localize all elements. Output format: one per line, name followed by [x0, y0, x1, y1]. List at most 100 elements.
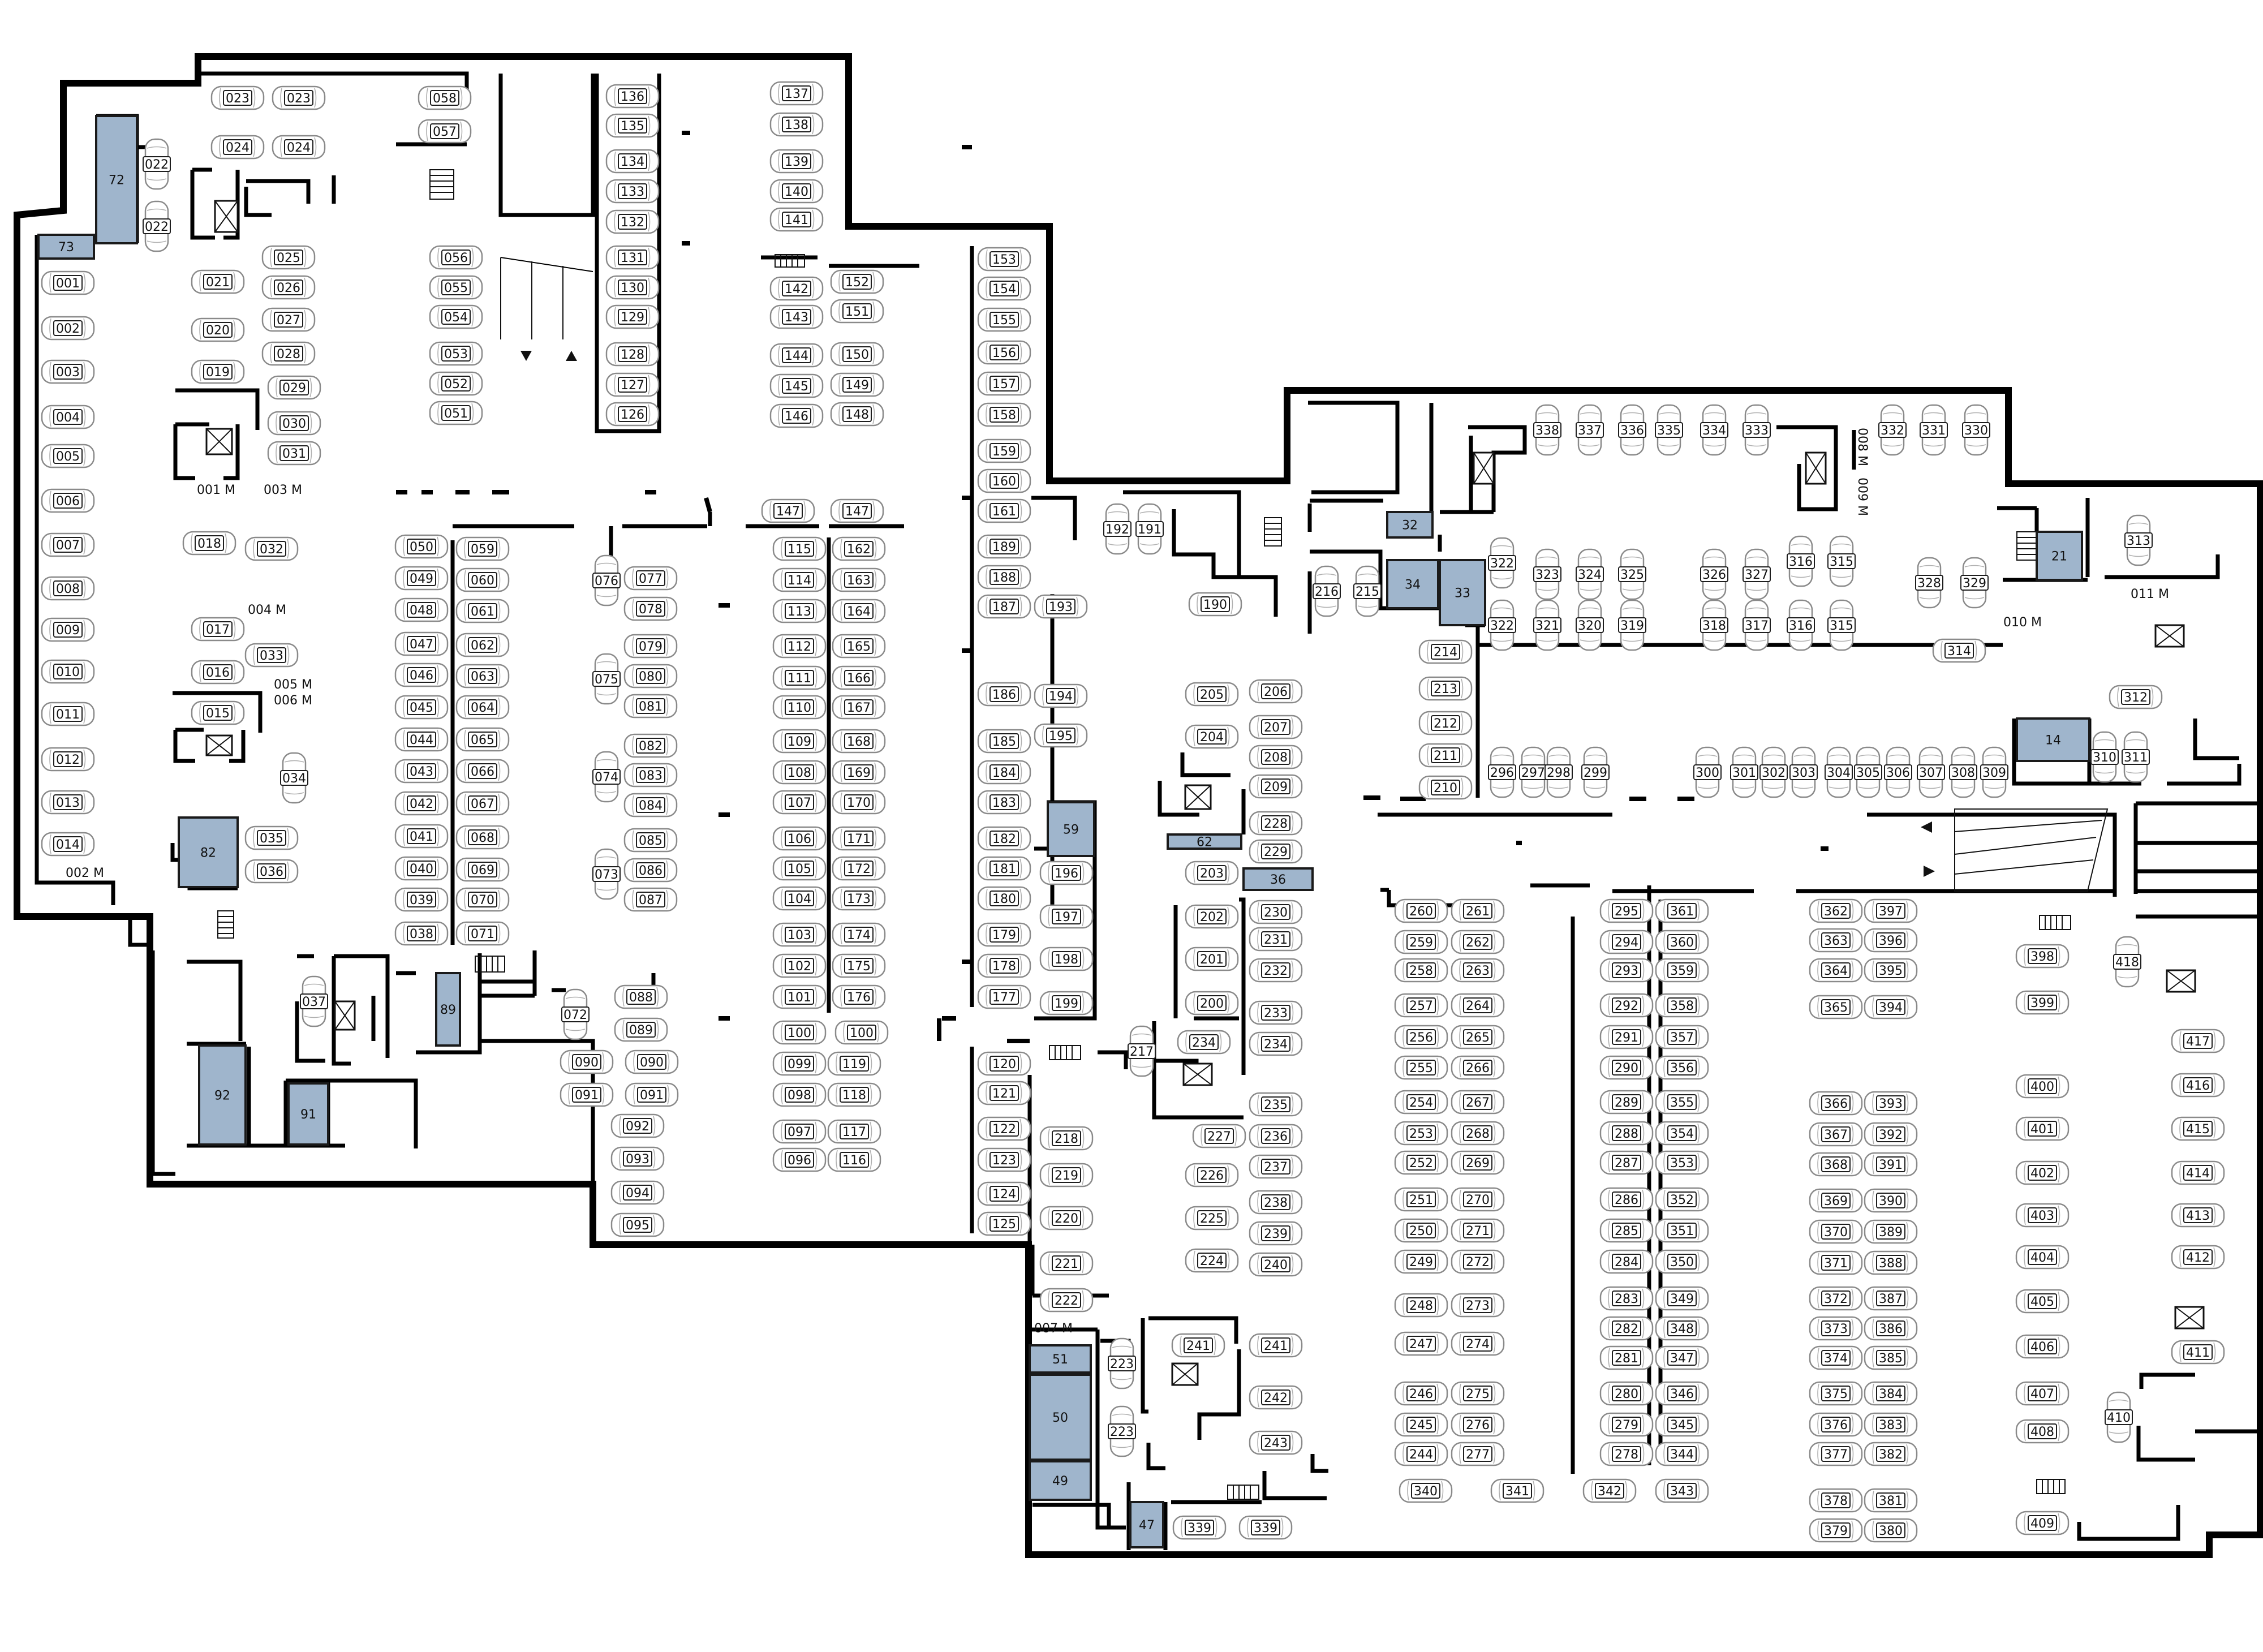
parking-space[interactable]: 089 — [614, 1017, 668, 1042]
parking-space[interactable]: 027 — [261, 307, 316, 332]
parking-space[interactable]: 139 — [769, 149, 824, 174]
parking-space[interactable]: 377 — [1809, 1442, 1863, 1466]
parking-space[interactable]: 160 — [977, 468, 1031, 493]
parking-space[interactable]: 216 — [1313, 565, 1341, 617]
parking-space[interactable]: 227 — [1192, 1124, 1246, 1148]
parking-space[interactable]: 108 — [772, 760, 827, 785]
parking-space[interactable]: 315 — [1827, 599, 1856, 651]
storage-room[interactable]: 34 — [1386, 559, 1439, 609]
parking-space[interactable]: 230 — [1249, 900, 1303, 924]
parking-space[interactable]: 193 — [1034, 594, 1088, 619]
parking-space[interactable]: 002 — [41, 316, 95, 341]
parking-space[interactable]: 305 — [1854, 746, 1882, 798]
parking-space[interactable]: 080 — [623, 664, 678, 689]
parking-space[interactable]: 113 — [772, 599, 827, 623]
parking-space[interactable]: 355 — [1655, 1090, 1709, 1115]
parking-space[interactable]: 049 — [394, 566, 449, 591]
parking-space[interactable]: 269 — [1451, 1150, 1505, 1175]
parking-space[interactable]: 395 — [1864, 958, 1918, 983]
parking-space[interactable]: 084 — [623, 793, 678, 818]
parking-space[interactable]: 021 — [191, 269, 245, 294]
parking-space[interactable]: 177 — [977, 984, 1031, 1009]
parking-space[interactable]: 241 — [1171, 1333, 1225, 1358]
parking-space[interactable]: 313 — [2124, 514, 2153, 566]
parking-space[interactable]: 234 — [1249, 1031, 1303, 1056]
parking-space[interactable]: 398 — [2015, 944, 2070, 969]
parking-space[interactable]: 115 — [772, 536, 827, 561]
parking-space[interactable]: 353 — [1655, 1150, 1709, 1175]
parking-space[interactable]: 037 — [300, 975, 328, 1027]
parking-space[interactable]: 125 — [977, 1211, 1031, 1236]
parking-space[interactable]: 350 — [1655, 1249, 1709, 1274]
parking-space[interactable]: 369 — [1809, 1188, 1863, 1213]
parking-space[interactable]: 274 — [1451, 1331, 1505, 1356]
parking-space[interactable]: 100 — [772, 1020, 827, 1045]
parking-space[interactable]: 306 — [1884, 746, 1912, 798]
parking-space[interactable]: 028 — [261, 341, 316, 366]
parking-space[interactable]: 053 — [429, 341, 483, 366]
parking-space[interactable]: 098 — [772, 1082, 827, 1107]
parking-space[interactable]: 316 — [1787, 535, 1815, 587]
parking-space[interactable]: 182 — [977, 826, 1031, 851]
parking-space[interactable]: 242 — [1249, 1385, 1303, 1410]
parking-space[interactable]: 071 — [455, 921, 510, 946]
parking-space[interactable]: 194 — [1034, 683, 1088, 708]
parking-space[interactable]: 038 — [394, 921, 449, 946]
parking-space[interactable]: 171 — [832, 826, 886, 851]
parking-space[interactable]: 022 — [143, 138, 171, 190]
parking-space[interactable]: 235 — [1249, 1092, 1303, 1117]
parking-space[interactable]: 168 — [832, 729, 886, 754]
parking-space[interactable]: 278 — [1599, 1442, 1654, 1466]
parking-space[interactable]: 412 — [2171, 1245, 2225, 1270]
parking-space[interactable]: 260 — [1394, 898, 1448, 923]
parking-space[interactable]: 374 — [1809, 1345, 1863, 1370]
parking-space[interactable]: 319 — [1618, 599, 1646, 651]
parking-space[interactable]: 097 — [772, 1119, 827, 1144]
parking-space[interactable]: 346 — [1655, 1381, 1709, 1406]
parking-space[interactable]: 283 — [1599, 1286, 1654, 1311]
parking-space[interactable]: 405 — [2015, 1289, 2070, 1314]
parking-space[interactable]: 415 — [2171, 1116, 2225, 1141]
storage-room[interactable]: 82 — [178, 816, 239, 888]
parking-space[interactable]: 128 — [605, 342, 660, 367]
parking-space[interactable]: 024 — [210, 135, 265, 160]
parking-space[interactable]: 341 — [1490, 1478, 1544, 1503]
parking-space[interactable]: 370 — [1809, 1219, 1863, 1244]
parking-space[interactable]: 277 — [1451, 1442, 1505, 1466]
parking-space[interactable]: 034 — [280, 752, 308, 804]
parking-space[interactable]: 309 — [1980, 746, 2008, 798]
parking-space[interactable]: 404 — [2015, 1245, 2070, 1270]
parking-space[interactable]: 250 — [1394, 1218, 1448, 1243]
parking-space[interactable]: 066 — [455, 759, 510, 784]
parking-space[interactable]: 091 — [625, 1082, 679, 1107]
parking-space[interactable]: 292 — [1599, 993, 1654, 1018]
storage-room[interactable]: 89 — [435, 972, 461, 1047]
parking-space[interactable]: 111 — [772, 665, 827, 690]
parking-space[interactable]: 159 — [977, 438, 1031, 463]
parking-space[interactable]: 003 — [41, 359, 95, 384]
parking-space[interactable]: 043 — [394, 759, 449, 784]
parking-space[interactable]: 109 — [772, 729, 827, 754]
storage-room[interactable]: 14 — [2016, 717, 2090, 762]
parking-space[interactable]: 138 — [769, 112, 824, 137]
parking-space[interactable]: 031 — [267, 441, 321, 466]
parking-space[interactable]: 271 — [1451, 1218, 1505, 1243]
parking-space[interactable]: 167 — [832, 695, 886, 720]
parking-space[interactable]: 024 — [272, 135, 326, 160]
parking-space[interactable]: 215 — [1353, 565, 1382, 617]
parking-space[interactable]: 325 — [1618, 548, 1646, 600]
parking-space[interactable]: 147 — [830, 498, 884, 523]
parking-space[interactable]: 273 — [1451, 1293, 1505, 1318]
parking-space[interactable]: 318 — [1700, 599, 1728, 651]
parking-space[interactable]: 209 — [1249, 774, 1303, 799]
parking-space[interactable]: 304 — [1825, 746, 1853, 798]
parking-space[interactable]: 336 — [1618, 404, 1646, 456]
parking-space[interactable]: 135 — [605, 113, 660, 138]
storage-room[interactable]: 59 — [1047, 801, 1095, 857]
parking-space[interactable]: 371 — [1809, 1250, 1863, 1275]
parking-space[interactable]: 334 — [1700, 404, 1728, 456]
parking-space[interactable]: 078 — [623, 596, 678, 621]
parking-space[interactable]: 146 — [769, 403, 824, 428]
parking-space[interactable]: 360 — [1655, 930, 1709, 954]
parking-space[interactable]: 225 — [1185, 1206, 1239, 1231]
